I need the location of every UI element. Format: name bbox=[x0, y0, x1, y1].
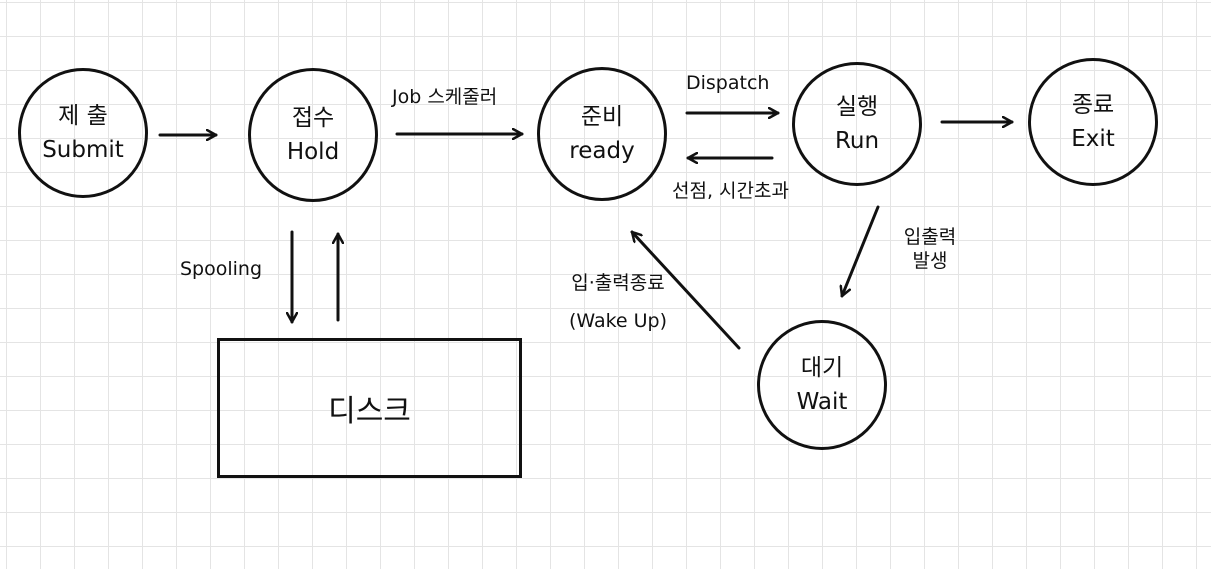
label-io-occur-line1: 입출력 bbox=[903, 226, 957, 248]
state-exit-ko: 종료 bbox=[1071, 91, 1115, 118]
state-hold-en: Hold bbox=[286, 139, 340, 165]
disk-box: 디스크 bbox=[217, 338, 522, 478]
state-exit: 종료 Exit bbox=[1028, 58, 1158, 186]
label-job-scheduler: Job 스케줄러 bbox=[392, 86, 498, 108]
state-wait: 대기 Wait bbox=[757, 320, 887, 450]
label-io-done-line2: (Wake Up) bbox=[568, 309, 668, 332]
state-hold: 접수 Hold bbox=[248, 68, 378, 202]
state-run-ko: 실행 bbox=[835, 93, 879, 120]
label-io-occur-line2: 발생 bbox=[912, 249, 948, 272]
label-dispatch: Dispatch bbox=[686, 72, 770, 94]
arrow-wait-to-ready-wakeup bbox=[630, 230, 741, 350]
state-run-en: Run bbox=[834, 128, 880, 154]
state-hold-ko: 접수 bbox=[291, 104, 335, 131]
state-exit-en: Exit bbox=[1071, 126, 1115, 152]
label-io-done-wakeup: 입·출력종료 (Wake Up) bbox=[560, 272, 676, 334]
state-wait-en: Wait bbox=[796, 389, 848, 415]
state-submit-en: Submit bbox=[42, 137, 124, 163]
state-submit: 제 출 Submit bbox=[18, 68, 148, 198]
arrow-run-to-wait bbox=[842, 205, 880, 298]
state-ready-en: ready bbox=[569, 138, 635, 164]
label-io-done-line1: 입·출력종료 bbox=[571, 272, 665, 294]
label-preempt-timeout: 선점, 시간초과 bbox=[672, 180, 789, 202]
state-ready-ko: 준비 bbox=[580, 103, 624, 130]
state-wait-ko: 대기 bbox=[800, 354, 844, 381]
label-io-occur: 입출력 발생 bbox=[890, 226, 970, 274]
state-submit-ko: 제 출 bbox=[58, 102, 108, 129]
state-run: 실행 Run bbox=[792, 62, 922, 186]
state-ready: 준비 ready bbox=[537, 67, 667, 201]
disk-label: 디스크 bbox=[328, 394, 411, 429]
label-spooling: Spooling bbox=[180, 258, 263, 280]
